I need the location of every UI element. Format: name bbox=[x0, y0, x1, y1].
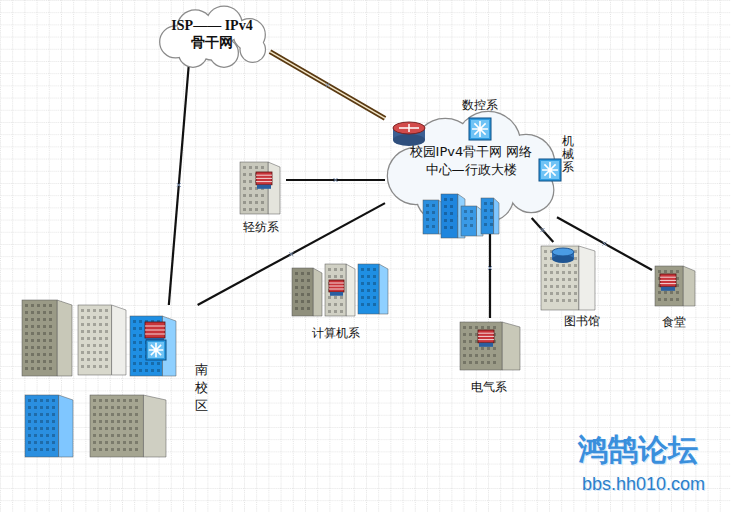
firewall-icon bbox=[660, 274, 676, 291]
site-label: 电气系 bbox=[471, 380, 507, 395]
switch-icon bbox=[469, 118, 491, 140]
site-node: 数控系 bbox=[458, 98, 502, 143]
site-label: 南校区 bbox=[195, 361, 208, 415]
cloud-label: ISP—— IPv4骨干网 bbox=[165, 18, 260, 52]
watermark-url: bbs.hh010.com bbox=[582, 474, 705, 495]
router-icon bbox=[552, 248, 574, 263]
site-label: 计算机系 bbox=[312, 326, 360, 341]
wan-link bbox=[270, 52, 385, 119]
site-label: 图书馆 bbox=[564, 314, 600, 329]
site-node: 机械系 bbox=[536, 133, 580, 188]
site-label: 食堂 bbox=[662, 315, 686, 330]
site-node: 食堂 bbox=[652, 263, 696, 332]
site-node: 南校区 bbox=[128, 305, 213, 420]
site-node: 轻纺系 bbox=[236, 158, 286, 237]
site-label: 轻纺系 bbox=[243, 220, 279, 235]
building-group bbox=[22, 162, 695, 457]
site-node: 图书馆 bbox=[538, 242, 602, 331]
firewall-icon bbox=[145, 322, 165, 343]
firewall-icon bbox=[478, 330, 494, 347]
network-cloud: 校园IPv4骨干网 网络中心—行政大楼 bbox=[385, 118, 557, 218]
network-link bbox=[557, 217, 652, 270]
link-marker bbox=[488, 266, 492, 270]
network-link bbox=[532, 218, 554, 242]
link-marker bbox=[289, 252, 293, 256]
network-cloud: ISP—— IPv4骨干网 bbox=[155, 10, 270, 65]
link-marker bbox=[334, 178, 338, 182]
network-link bbox=[169, 65, 189, 305]
firewall-icon bbox=[329, 280, 344, 296]
link-marker bbox=[177, 183, 181, 187]
switch-icon bbox=[539, 159, 561, 181]
site-label: 数控系 bbox=[462, 98, 498, 113]
network-link bbox=[198, 203, 385, 305]
link-stripe bbox=[270, 52, 385, 119]
site-label: 机械系 bbox=[562, 135, 574, 175]
network-link bbox=[286, 179, 385, 181]
datacenter-buildings bbox=[423, 194, 499, 238]
link-marker bbox=[603, 242, 607, 246]
firewall-icon bbox=[256, 172, 272, 189]
link-marker bbox=[541, 228, 545, 232]
router-icon bbox=[393, 122, 425, 146]
switch-icon bbox=[146, 340, 166, 360]
site-node: 计算机系 bbox=[290, 264, 390, 343]
link-marker bbox=[326, 83, 330, 87]
cloud-label: 校园IPv4骨干网 网络中心—行政大楼 bbox=[405, 143, 537, 179]
site-node: 电气系 bbox=[458, 318, 522, 397]
watermark-title: 鸿鹄论坛 bbox=[578, 430, 698, 471]
